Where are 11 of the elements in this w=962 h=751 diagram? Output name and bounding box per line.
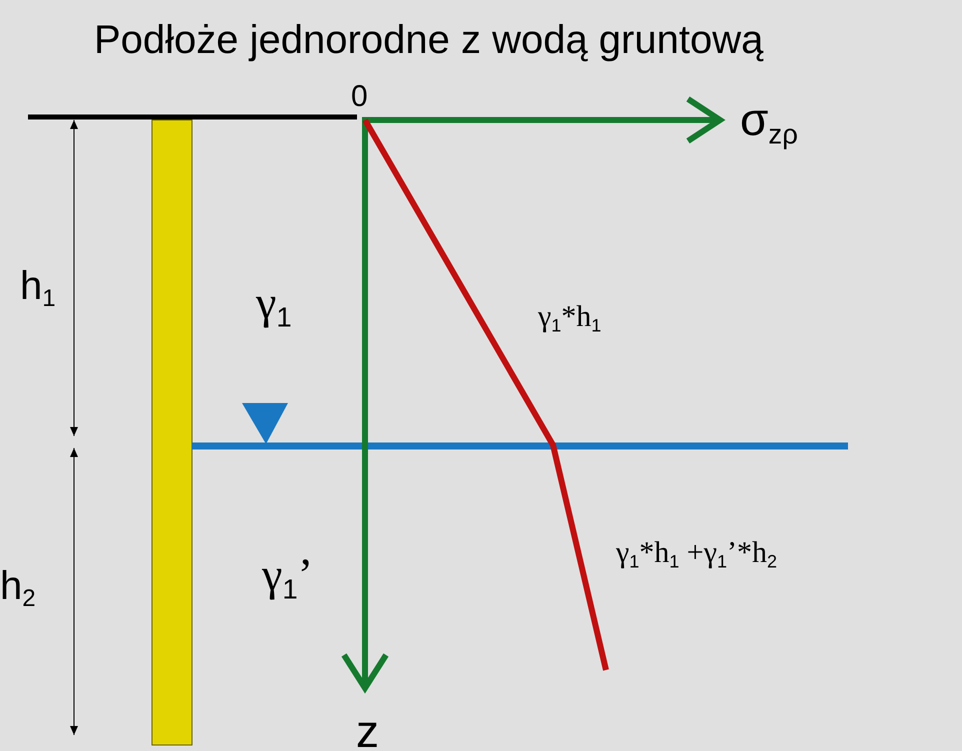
diagram-label: γ$_{1}$*h$_{1}$	[538, 302, 602, 334]
diagram-label: γ$_{1}$*h$_{1}$ +γ$_{1}$’*h$_{2}$	[616, 538, 778, 570]
diagram-label: h$_{1}$	[20, 266, 56, 312]
diagram-label: h$_{2}$	[0, 566, 36, 612]
diagram-label: z	[356, 708, 379, 751]
sheet-pile	[152, 120, 192, 746]
diagram-label: 0	[351, 82, 368, 112]
diagram-title: Podłoże jednorodne z wodą gruntową	[94, 18, 764, 63]
diagram-label: σ$_{zρ}$	[740, 96, 798, 148]
diagram-label: γ$_{1}$’	[262, 552, 314, 603]
diagram-label: γ$_{1}$	[256, 280, 292, 331]
